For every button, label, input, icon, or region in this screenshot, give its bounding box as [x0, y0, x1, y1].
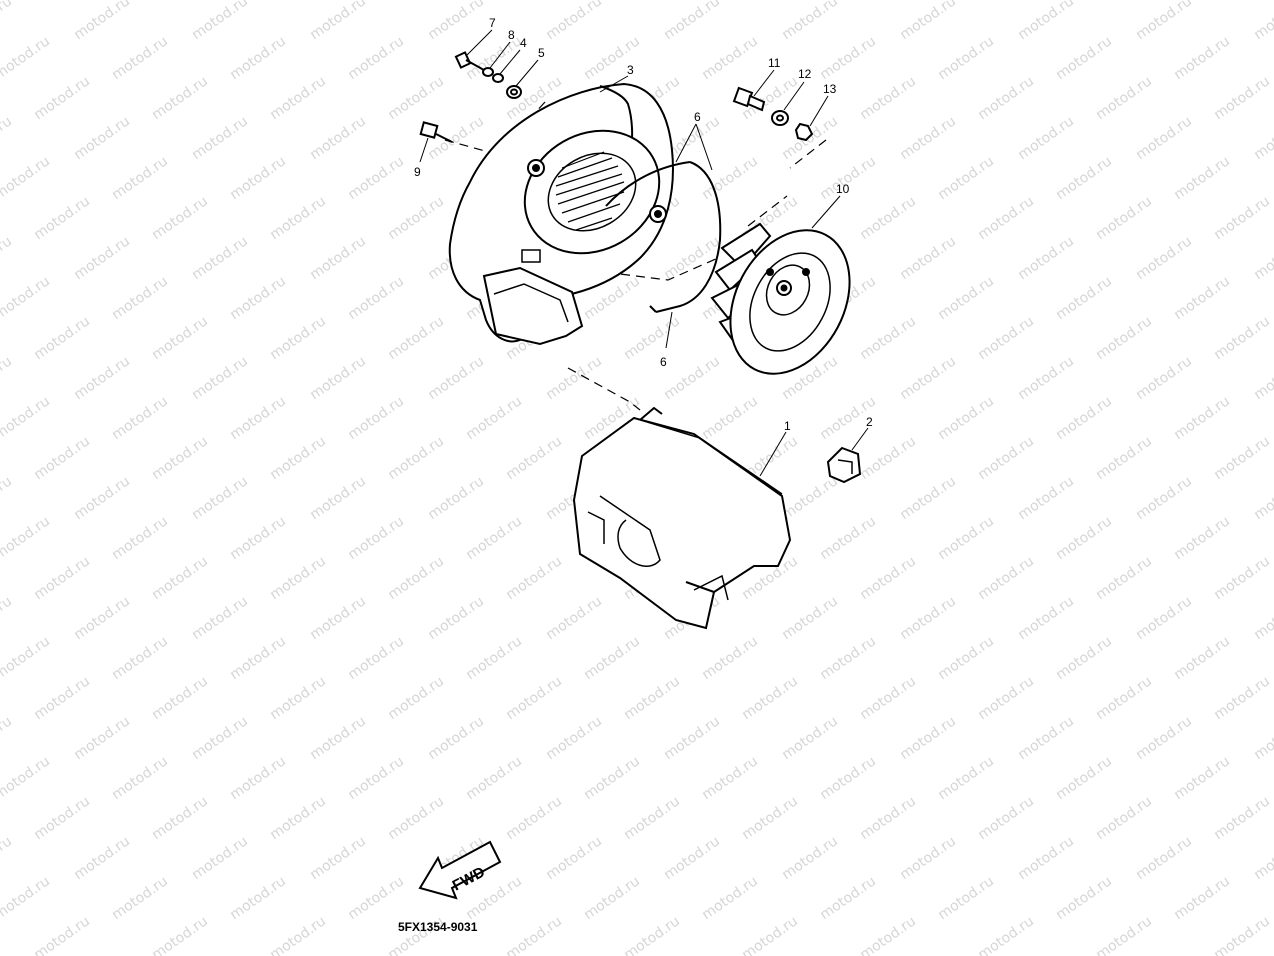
part-12-washer: [771, 110, 789, 126]
part-3-fan-shroud: [448, 82, 674, 346]
part-4-washer: [492, 73, 504, 83]
callout-5: 5: [538, 46, 545, 60]
part-1-cylinder-shroud: [572, 406, 792, 630]
fwd-arrow-icon: FWD: [418, 840, 502, 900]
callout-2: 2: [866, 415, 873, 429]
part-7-bolt: [454, 51, 485, 71]
part-code: 5FX1354-9031: [398, 920, 478, 934]
part-8-washer: [482, 67, 494, 77]
callout-7: 7: [489, 16, 496, 30]
callout-13: 13: [823, 82, 837, 96]
callout-6-bottom: 6: [660, 355, 667, 369]
part-13-nut: [794, 122, 814, 142]
part-2-grommet: [826, 446, 862, 484]
callout-9: 9: [414, 165, 421, 179]
part-6-wire-harness: [605, 161, 722, 313]
part-10-flywheel-fan: [710, 222, 851, 375]
callout-11: 11: [768, 56, 781, 70]
callout-labels: 7 8 4 5 3 9 6 6 11 12 13 10 1 2: [414, 16, 873, 433]
callout-10: 10: [836, 182, 850, 196]
callout-12: 12: [798, 67, 812, 81]
part-11-bolt: [732, 86, 766, 112]
callout-1: 1: [784, 419, 791, 433]
part-9-bolt: [419, 121, 453, 143]
part-5-collar: [506, 85, 522, 99]
leader-lines: [419, 29, 869, 477]
callout-8: 8: [508, 28, 515, 42]
callout-4: 4: [520, 36, 527, 50]
callout-3: 3: [627, 63, 634, 77]
callout-6-top: 6: [694, 110, 701, 124]
